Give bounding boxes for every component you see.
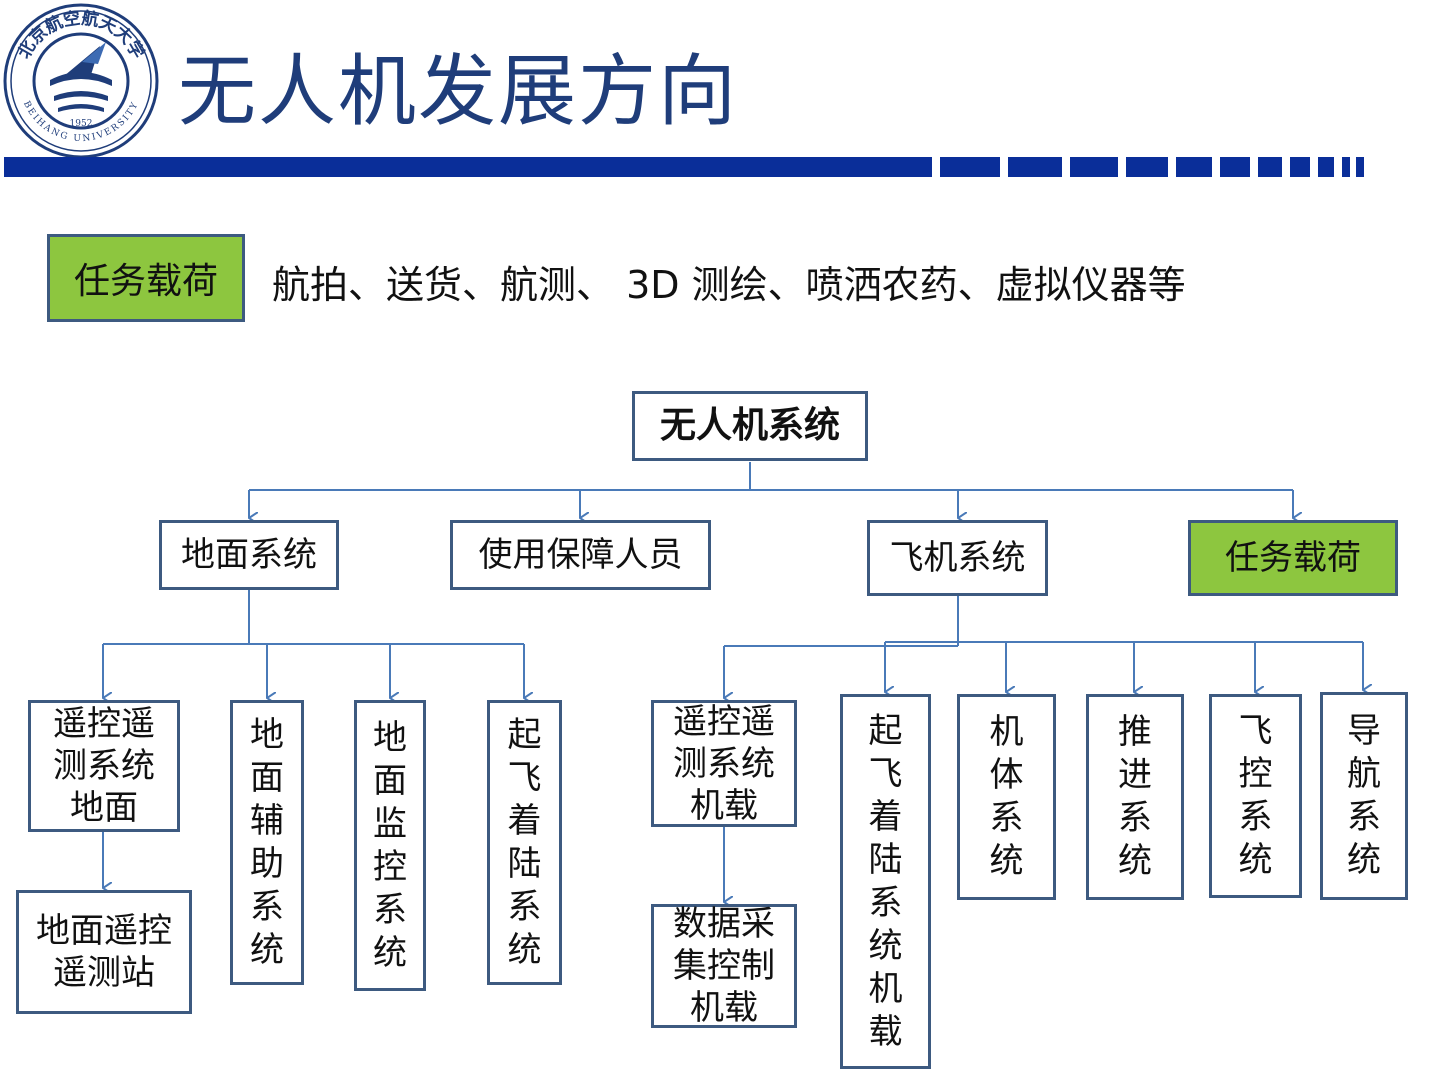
node-support-personnel: 使用保障人员: [450, 520, 711, 590]
logo-year: 1952: [70, 119, 93, 129]
payload-label-box: 任务载荷: [47, 234, 245, 322]
node-ground-system: 地面系统: [159, 520, 339, 590]
page-title: 无人机发展方向: [178, 47, 739, 137]
node-ground-aux: 地面辅助系统: [230, 700, 304, 985]
node-aircraft-system: 飞机系统: [867, 520, 1048, 596]
node-flight-control: 飞控系统: [1209, 694, 1302, 898]
node-takeoff-airborne: 起飞着陆系统机载: [840, 694, 931, 1069]
node-tt-airborne: 遥控遥测系统机载: [651, 700, 797, 827]
node-ground-station: 地面遥控遥测站: [16, 890, 192, 1014]
node-uav-system: 无人机系统: [632, 391, 868, 461]
node-navigation: 导航系统: [1320, 692, 1408, 900]
node-ground-monitor: 地面监控系统: [354, 700, 426, 991]
node-airframe: 机体系统: [957, 694, 1056, 900]
payload-description: 航拍、送货、航测、 3D 测绘、喷洒农药、虚拟仪器等: [272, 263, 1186, 307]
node-ground-takeoff: 起飞着陆系统: [487, 700, 562, 985]
node-task-payload: 任务载荷: [1188, 520, 1398, 596]
beihang-logo: 北京航空航天大学 BEIHANG UNIVERSITY 1952: [2, 2, 160, 160]
node-daq-airborne: 数据采集控制机载: [651, 904, 797, 1028]
node-tt-ground: 遥控遥测系统地面: [28, 700, 180, 832]
node-propulsion: 推进系统: [1086, 694, 1184, 900]
